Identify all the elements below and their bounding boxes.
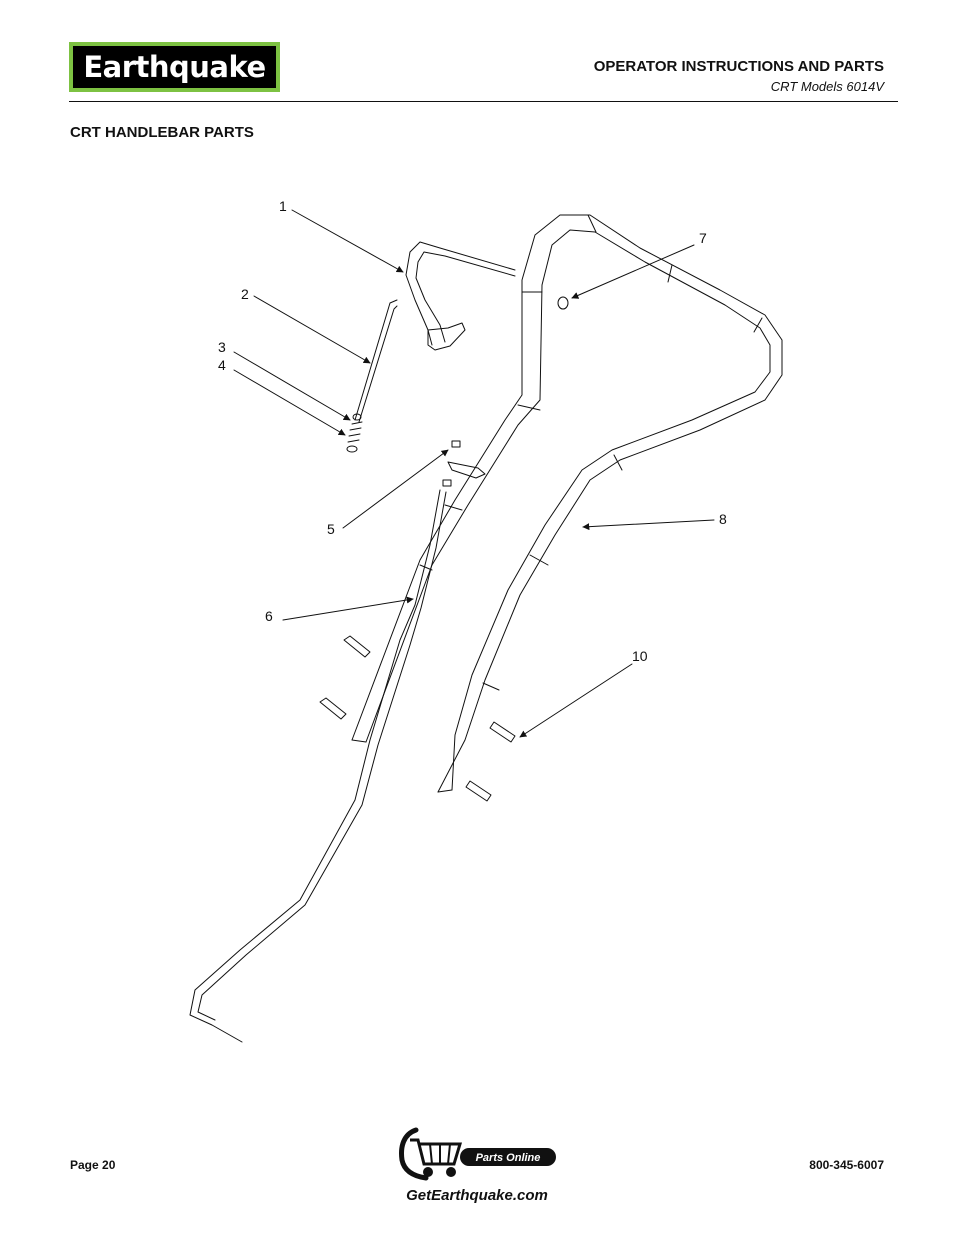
shopping-cart-icon bbox=[410, 1138, 463, 1177]
callout-6: 6 bbox=[265, 608, 273, 624]
phone-number: 800-345-6007 bbox=[809, 1158, 884, 1172]
bolt-lower-left bbox=[319, 697, 347, 720]
parts-online-logo: Parts Online bbox=[399, 1127, 556, 1181]
section-title: CRT HANDLEBAR PARTS bbox=[70, 124, 254, 141]
swoosh-icon bbox=[399, 1127, 429, 1181]
document-subtitle: CRT Models 6014V bbox=[770, 79, 884, 94]
website-link[interactable]: GetEarthquake.com bbox=[406, 1187, 548, 1204]
bolt-lower-right bbox=[465, 780, 492, 802]
control-rod bbox=[354, 299, 398, 423]
bolt-upper-left bbox=[343, 635, 371, 658]
callout-4: 4 bbox=[218, 357, 226, 373]
leader-lines bbox=[233, 209, 715, 738]
callout-7: 7 bbox=[699, 230, 707, 246]
earthquake-logo: Earthquake bbox=[69, 42, 280, 92]
callout-8: 8 bbox=[719, 511, 727, 527]
bolt-upper-right bbox=[489, 721, 516, 743]
callout-2: 2 bbox=[241, 286, 249, 302]
bracket-and-nuts bbox=[442, 440, 486, 487]
control-bail bbox=[405, 241, 516, 351]
callout-1: 1 bbox=[279, 198, 287, 214]
parts-online-badge bbox=[460, 1148, 556, 1166]
callout-3: 3 bbox=[218, 339, 226, 355]
washer bbox=[557, 296, 569, 310]
spring-and-clip bbox=[346, 413, 363, 453]
callout-10: 10 bbox=[632, 648, 648, 664]
logo-text: Earthquake bbox=[83, 50, 266, 84]
control-cable bbox=[189, 489, 447, 1043]
document-title: OPERATOR INSTRUCTIONS AND PARTS bbox=[593, 58, 884, 75]
parts-online-label: Parts Online bbox=[476, 1152, 541, 1164]
callout-5: 5 bbox=[327, 521, 335, 537]
handlebar-tube bbox=[351, 214, 783, 793]
header-divider bbox=[69, 101, 898, 102]
page-number: Page 20 bbox=[70, 1158, 116, 1172]
